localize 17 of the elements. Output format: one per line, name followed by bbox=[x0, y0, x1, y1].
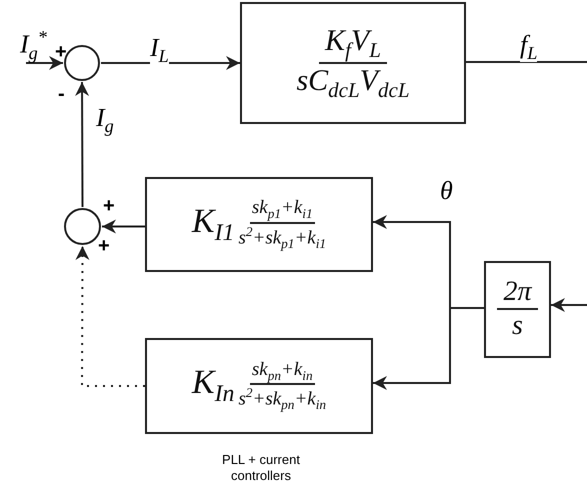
signal-label: f$_{L}$ bbox=[520, 32, 538, 62]
sign-label: + bbox=[103, 196, 115, 216]
signal-arrow bbox=[75, 82, 90, 207]
signal-arrow bbox=[26, 56, 63, 70]
sign-label: + bbox=[55, 42, 67, 62]
summing-junction bbox=[64, 45, 100, 81]
transfer-function-block: 2π s bbox=[484, 261, 551, 358]
transfer-function-block: K$_{I1}$ sk$_{p1}$+k$_{i1}$ s$^{2}$+sk$_{p1}$+k$_{i1}$ bbox=[145, 177, 373, 272]
signal-arrow bbox=[373, 307, 484, 390]
signal-arrow bbox=[75, 246, 145, 387]
signal-arrow bbox=[551, 298, 587, 312]
signal-arrow bbox=[102, 220, 145, 234]
transfer-function-block: K$_{In}$ sk$_{pn}$+k$_{in}$ s$^{2}$+sk$_{pn}$+k$_{in}$ bbox=[145, 338, 373, 434]
transfer-function-block: K$_{f}$V$_{L}$ sC$_{dcL}$V$_{dcL}$ bbox=[240, 2, 466, 124]
sign-label: + bbox=[98, 236, 110, 256]
caption-note: PLL + current controllers bbox=[221, 452, 301, 484]
sign-label: - bbox=[58, 84, 65, 104]
